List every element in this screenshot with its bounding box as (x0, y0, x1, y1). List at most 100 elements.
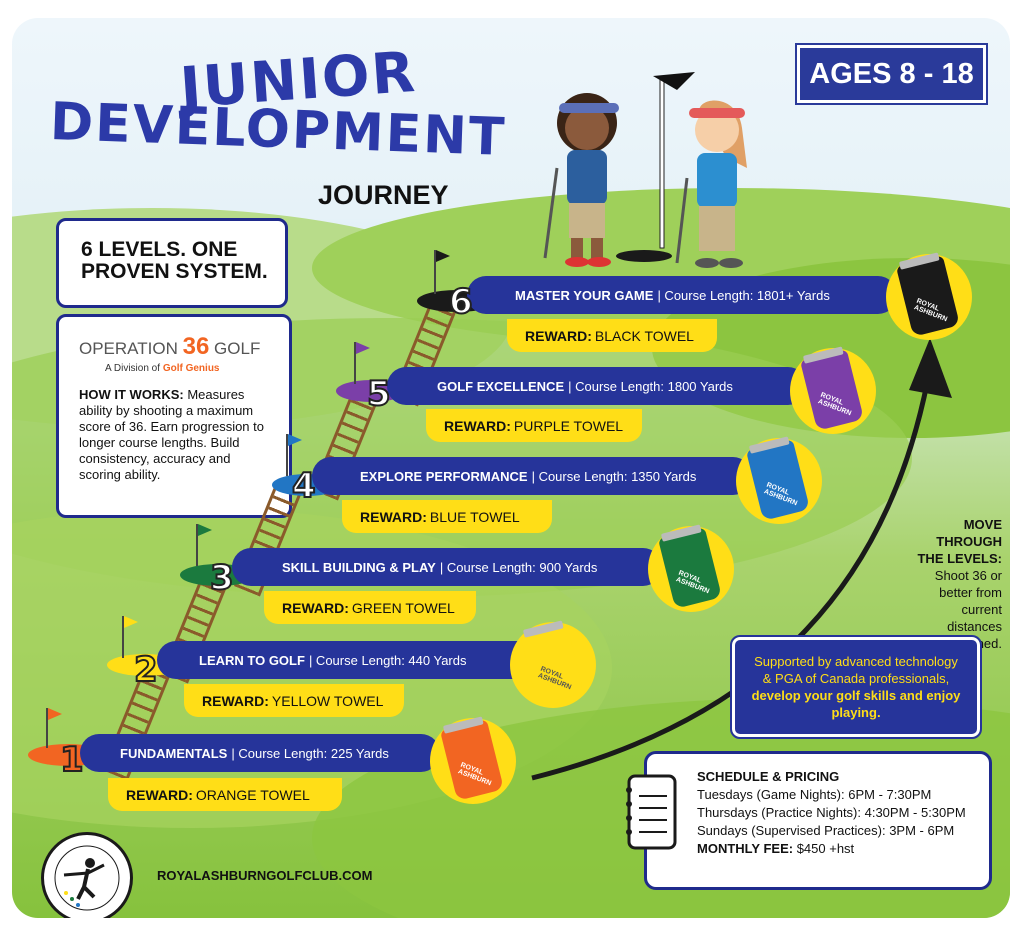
towel-2-brand: ROYAL ASHBURN (536, 665, 573, 692)
towel-5-brand: ROYAL ASHBURN (816, 391, 853, 418)
schedule-row-1: Tuesdays (Game Nights): 6PM - 7:30PM (697, 787, 932, 802)
level-6-number: 6 (448, 281, 474, 323)
how-it-works: HOW IT WORKS: Measures ability by shooti… (79, 387, 275, 483)
level-1-bar: FUNDAMENTALS | Course Length: 225 Yards (80, 734, 440, 772)
logo-golf: GOLF (214, 339, 261, 358)
level-6-reward: REWARD: BLACK TOWEL (507, 319, 717, 352)
level-5-number: 5 (366, 373, 392, 415)
towel-5: ROYAL ASHBURN (790, 348, 876, 434)
level-4-reward-text: BLUE TOWEL (429, 508, 520, 525)
schedule-row-2: Thursdays (Practice Nights): 4:30PM - 5:… (697, 805, 966, 820)
level-6-length: | Course Length: 1801+ Yards (657, 287, 830, 303)
level-5-reward-label: REWARD: (444, 417, 511, 434)
level-4-bar: EXPLORE PERFORMANCE | Course Length: 135… (312, 457, 752, 495)
fee-label: MONTHLY FEE: (697, 841, 794, 856)
how-label: HOW IT WORKS: (79, 387, 184, 402)
flag-5 (356, 342, 370, 354)
website-link[interactable]: ROYALASHBURNGOLFCLUB.COM (157, 868, 373, 883)
towel-6-brand: ROYAL ASHBURN (912, 297, 949, 324)
level-6-reward-label: REWARD: (525, 327, 592, 344)
poster: JUNIOR DEVELOPMENT JOURNEY AGES 8 - 18 6… (12, 18, 1010, 918)
level-4-length: | Course Length: 1350 Yards (531, 468, 697, 484)
level-1-reward-label: REWARD: (126, 786, 193, 803)
towel-4: ROYAL ASHBURN (736, 438, 822, 524)
golf-hole (616, 250, 672, 262)
towel-5-body: ROYAL ASHBURN (800, 349, 864, 431)
flag-2 (124, 616, 138, 628)
fee-value: $450 +hst (796, 841, 855, 856)
move-text-2: better from current (939, 585, 1002, 617)
tagline-line-2: PROVEN SYSTEM. (81, 260, 268, 283)
schedule-row-3: Sundays (Supervised Practices): 3PM - 6P… (697, 823, 955, 838)
tagline-box: 6 LEVELS. ONE PROVEN SYSTEM. (56, 218, 288, 308)
flagpole-6 (434, 250, 436, 294)
move-text-1: Shoot 36 or (934, 568, 1002, 583)
towel-2: ROYAL ASHBURN (510, 622, 596, 708)
move-through-text: MOVE THROUGH THE LEVELS: Shoot 36 or bet… (898, 516, 1002, 652)
support-box: Supported by advanced technology & PGA o… (730, 635, 982, 739)
level-2-name: LEARN TO GOLF (199, 652, 305, 668)
level-6-name: MASTER YOUR GAME (515, 287, 654, 303)
kids-illustration (543, 72, 747, 268)
level-5-bar: GOLF EXCELLENCE | Course Length: 1800 Ya… (387, 367, 807, 405)
golfer-icon (54, 845, 120, 911)
flagpole-1 (46, 708, 48, 748)
towel-2-body: ROYAL ASHBURN (520, 623, 584, 705)
level-3-reward-text: GREEN TOWEL (351, 599, 455, 616)
notepad-icon (626, 774, 677, 850)
level-5-reward: REWARD: PURPLE TOWEL (426, 409, 642, 442)
level-4-reward: REWARD: BLUE TOWEL (342, 500, 552, 533)
how-text: Measures ability by shooting a maximum s… (79, 387, 264, 482)
flagpole-2 (122, 616, 124, 658)
level-1-reward-text: ORANGE TOWEL (195, 786, 310, 803)
schedule-rows: SCHEDULE & PRICING Tuesdays (Game Nights… (697, 768, 966, 858)
flagpole-4 (286, 434, 288, 476)
logo-operation: OPERATION (79, 339, 178, 358)
schedule-box: SCHEDULE & PRICING Tuesdays (Game Nights… (626, 751, 992, 890)
level-2-reward-text: YELLOW TOWEL (271, 692, 384, 709)
level-2-bar: LEARN TO GOLF | Course Length: 440 Yards (157, 641, 537, 679)
flag-1 (48, 708, 62, 720)
progress-arrow (531, 367, 933, 781)
level-2-length: | Course Length: 440 Yards (308, 652, 467, 668)
move-heading-3: THE LEVELS: (917, 551, 1002, 566)
flagpole-5 (354, 342, 356, 384)
towel-1-body: ROYAL ASHBURN (440, 719, 504, 801)
level-4-reward-label: REWARD: (360, 508, 427, 525)
level-1-number: 1 (59, 739, 85, 781)
towel-3-brand: ROYAL ASHBURN (674, 569, 711, 596)
flag-3 (198, 524, 212, 536)
level-4-name: EXPLORE PERFORMANCE (360, 468, 528, 484)
division-name: Golf Genius (162, 363, 220, 374)
level-5-name: GOLF EXCELLENCE (437, 378, 565, 394)
level-1-name: FUNDAMENTALS (120, 745, 228, 761)
move-heading-1: MOVE (963, 517, 1002, 532)
level-2-reward-label: REWARD: (202, 692, 269, 709)
towel-4-body: ROYAL ASHBURN (746, 439, 810, 521)
division-prefix: A Division of (105, 363, 161, 374)
towel-3: ROYAL ASHBURN (648, 526, 734, 612)
level-4-number: 4 (291, 465, 317, 507)
support-text: Supported by advanced technology & PGA o… (754, 654, 958, 686)
level-5-reward-text: PURPLE TOWEL (513, 417, 624, 434)
logo-36: 36 (182, 333, 210, 360)
towel-1-brand: ROYAL ASHBURN (456, 761, 493, 788)
level-1-reward: REWARD: ORANGE TOWEL (108, 778, 342, 811)
level-3-name: SKILL BUILDING & PLAY (282, 559, 436, 575)
level-3-reward: REWARD: GREEN TOWEL (264, 591, 476, 624)
level-6-bar: MASTER YOUR GAME | Course Length: 1801+ … (467, 276, 897, 314)
towel-3-body: ROYAL ASHBURN (658, 527, 722, 609)
level-2-reward: REWARD: YELLOW TOWEL (184, 684, 404, 717)
tagline-line-1: 6 LEVELS. ONE (81, 238, 238, 261)
club-seal-logo (41, 832, 133, 918)
division-line: A Division of Golf Genius (105, 363, 219, 374)
operation36-box: OPERATION 36 GOLF A Division of Golf Gen… (56, 314, 292, 518)
level-3-length: | Course Length: 900 Yards (439, 559, 598, 575)
towel-6: ROYAL ASHBURN (886, 254, 972, 340)
level-3-number: 3 (209, 557, 235, 599)
ages-badge: AGES 8 - 18 (795, 43, 988, 105)
operation36-logo: OPERATION 36 GOLF (79, 333, 260, 361)
towel-6-body: ROYAL ASHBURN (896, 255, 960, 337)
towel-1: ROYAL ASHBURN (430, 718, 516, 804)
title-journey: JOURNEY (318, 180, 449, 210)
